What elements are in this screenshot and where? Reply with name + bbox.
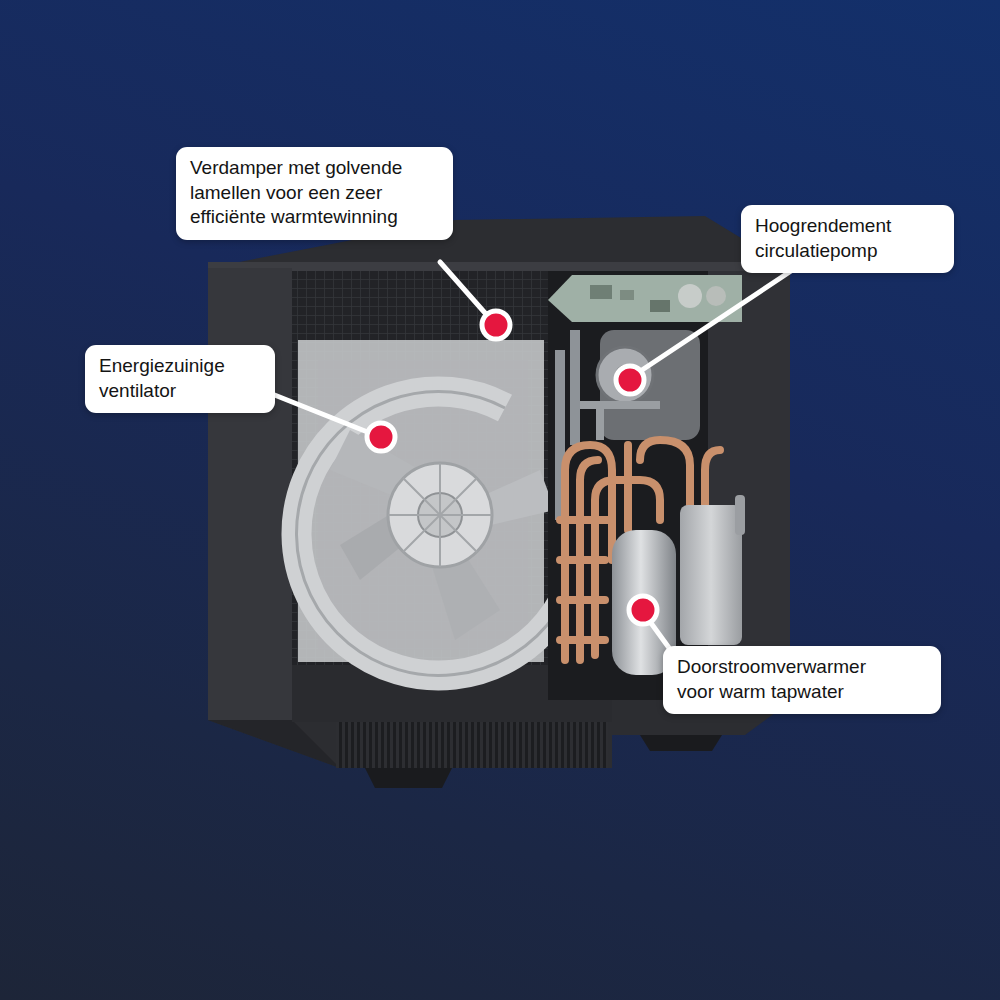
callout-box: Verdamper met golvende lamellen voor een…	[176, 147, 453, 240]
callout-box: Doorstroomverwarmer voor warm tapwater	[663, 646, 941, 714]
machine-compartment	[548, 271, 790, 700]
accumulator	[680, 505, 742, 645]
fan	[297, 340, 578, 675]
leader-lines	[262, 262, 800, 652]
callout-label: Doorstroomverwarmer voor warm tapwater	[677, 655, 895, 704]
callout-label: Verdamper met golvende lamellen voor een…	[190, 156, 439, 230]
callout-label: Energiezuinige ventilator	[99, 354, 261, 403]
callout-dots	[367, 311, 657, 624]
callout-label: Hoogrendement circulatiepomp	[755, 214, 940, 263]
callout-box: Energiezuinige ventilator	[85, 345, 275, 413]
callout-box: Hoogrendement circulatiepomp	[741, 205, 954, 273]
